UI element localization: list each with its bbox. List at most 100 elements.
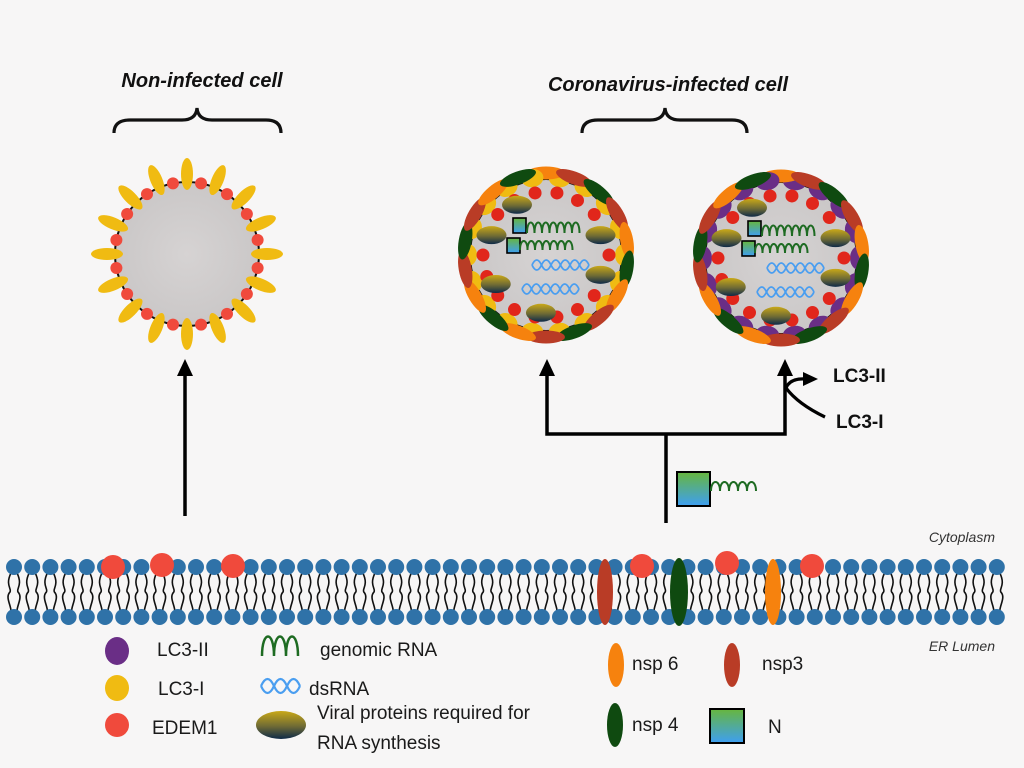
edem1-marker xyxy=(166,177,179,190)
lipid-head-bottom xyxy=(934,609,951,625)
lipid-head-top xyxy=(497,559,514,575)
viral-protein-marker xyxy=(476,226,507,245)
viral-protein-marker xyxy=(715,278,746,296)
edem1-marker xyxy=(476,248,490,262)
nsp-marker xyxy=(713,307,744,335)
lipid-head-bottom xyxy=(24,609,41,625)
lipid-head-bottom xyxy=(42,609,59,625)
lipid-head-top xyxy=(242,559,259,575)
edem1-marker xyxy=(806,196,819,210)
edem1-marker xyxy=(240,207,253,220)
lipid-tails xyxy=(753,572,767,612)
lipid-tails xyxy=(644,572,658,612)
lc3-i-marker xyxy=(148,312,165,343)
nsp-marker xyxy=(840,282,864,316)
legend-edem1-label: EDEM1 xyxy=(152,718,217,739)
lipid-tails xyxy=(953,572,968,612)
edem1-marker xyxy=(121,207,134,220)
lipid-tails xyxy=(935,572,949,612)
lipid-tails xyxy=(626,572,640,612)
lipid-head-top xyxy=(260,559,277,575)
edem1-marker xyxy=(110,233,123,246)
lipid-head-top xyxy=(406,559,423,575)
dsrna-strand xyxy=(260,677,301,689)
lipid-tails xyxy=(407,572,422,612)
lipid-tails xyxy=(61,572,76,612)
lipid-tails xyxy=(444,572,458,612)
lipid-head-bottom xyxy=(788,609,805,625)
edem1-marker xyxy=(602,248,616,262)
lc3-i-marker xyxy=(148,165,165,196)
edem1-marker xyxy=(528,186,542,200)
lipid-head-top xyxy=(752,559,769,575)
lipid-head-top xyxy=(934,559,951,575)
nsp-marker xyxy=(583,304,614,332)
edem1-marker xyxy=(822,291,836,305)
lipid-head-top xyxy=(461,559,477,575)
lipid-head-bottom xyxy=(715,609,732,625)
n-legend-icon xyxy=(709,708,745,744)
lipid-head-bottom xyxy=(952,609,969,625)
edem1-marker xyxy=(491,208,505,222)
lipid-tails xyxy=(789,572,804,612)
nsp6-legend-icon xyxy=(608,643,624,687)
infected-cell-title: Coronavirus-infected cell xyxy=(548,74,789,96)
edem1-membrane-marker xyxy=(150,553,174,577)
lipid-head-top xyxy=(861,559,878,575)
dsrna-strand xyxy=(766,265,825,274)
edem1-membrane-marker xyxy=(101,555,125,579)
lipid-tails xyxy=(43,572,58,612)
edem1-marker xyxy=(763,189,777,203)
lipid-head-top xyxy=(916,559,932,575)
nsp-marker xyxy=(556,169,593,187)
lipid-head-top xyxy=(333,559,350,575)
dsrna-marker xyxy=(531,259,590,271)
infected-vesicle-2 xyxy=(693,169,869,347)
lipid-head-top xyxy=(60,559,77,575)
edem1-marker xyxy=(166,318,179,331)
lipid-tails xyxy=(480,572,494,612)
viral-protein-marker xyxy=(711,229,742,248)
nsp-marker xyxy=(499,169,536,187)
lipid-tails xyxy=(899,572,913,612)
lipid-head-bottom xyxy=(570,609,587,625)
lc3-i-marker xyxy=(251,248,283,260)
lipid-head-bottom xyxy=(333,609,350,625)
lc3-i-marker xyxy=(245,215,276,232)
lipid-head-top xyxy=(24,559,41,575)
lipid-head-top xyxy=(388,559,405,575)
lipid-head-bottom xyxy=(115,609,132,625)
nsp-marker xyxy=(605,197,629,231)
lipid-head-top xyxy=(424,559,441,575)
lipid-head-bottom xyxy=(60,609,77,625)
n-protein-marker xyxy=(506,237,521,254)
edem1-membrane-marker xyxy=(800,554,824,578)
lc3-i-legend-icon xyxy=(105,675,129,701)
lipid-head-top xyxy=(843,559,860,575)
lipid-head-bottom xyxy=(133,609,150,625)
lipid-tails xyxy=(698,572,713,612)
lipid-tails xyxy=(116,572,130,612)
lipid-head-bottom xyxy=(151,609,168,625)
lipid-head-top xyxy=(351,559,368,575)
dsrna-strand xyxy=(521,286,580,295)
edem1-marker xyxy=(221,307,234,320)
lipid-tails xyxy=(990,572,1004,612)
lipid-head-top xyxy=(279,559,295,575)
lipid-head-top xyxy=(442,559,459,575)
edem1-marker xyxy=(110,262,123,275)
lipid-head-bottom xyxy=(424,609,441,625)
viral-protein-marker xyxy=(820,229,851,248)
legend-dsrna-label: dsRNA xyxy=(309,679,370,700)
lc3-ii-label: LC3-II xyxy=(833,366,886,387)
lipid-tails xyxy=(917,572,931,612)
lipid-tails xyxy=(571,572,585,612)
nsp6-membrane-marker xyxy=(765,559,781,625)
lipid-tails xyxy=(98,572,112,612)
lipid-tails xyxy=(280,572,294,612)
edem1-legend-icon xyxy=(105,713,129,737)
genomic-rna-marker xyxy=(519,240,574,251)
viral-protein-marker xyxy=(502,195,532,214)
lipid-head-bottom xyxy=(643,609,659,625)
